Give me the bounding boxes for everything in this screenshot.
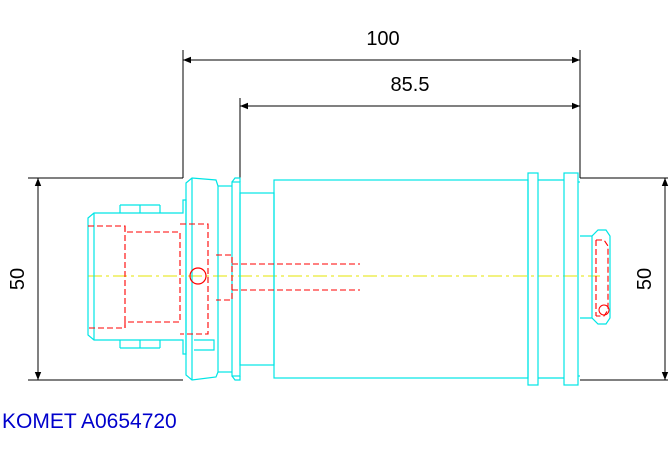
dim-label-85-5: 85.5: [391, 74, 430, 96]
rear-ball: [598, 304, 610, 316]
dim-label-50-left: 50: [7, 268, 29, 290]
dimension-lines: [28, 50, 669, 381]
dim-label-100: 100: [366, 28, 399, 50]
hidden-lines: [88, 223, 609, 335]
dim-label-50-right: 50: [634, 268, 656, 290]
locking-ball: [189, 267, 207, 285]
tool-outline: [87, 172, 611, 386]
part-caption: KOMET A0654720: [2, 410, 177, 433]
